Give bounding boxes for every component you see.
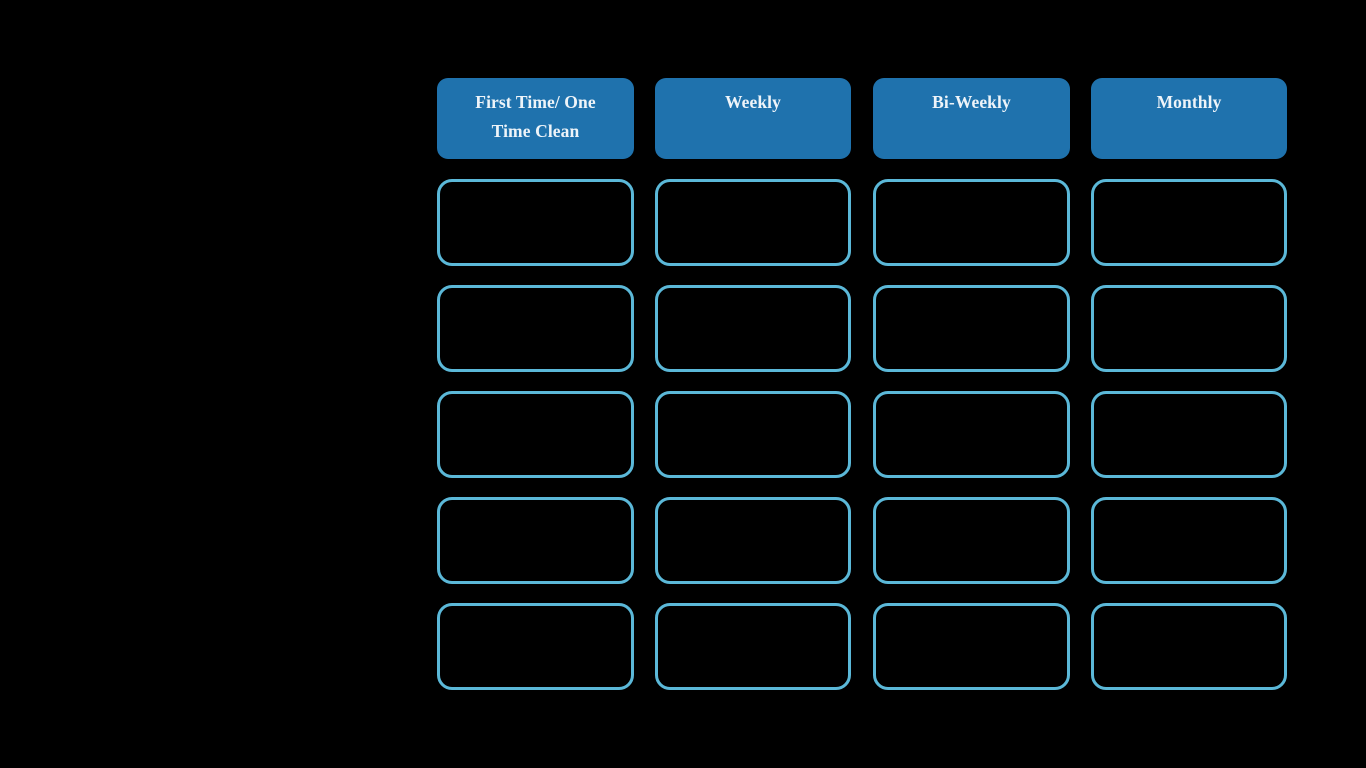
grid-cell-text: [1094, 606, 1284, 687]
grid-cell-r2-c3[interactable]: [873, 285, 1070, 372]
grid-cell-r4-c4[interactable]: [1091, 497, 1287, 584]
grid-cell-r2-c1[interactable]: [437, 285, 634, 372]
column-header-label: First Time/ One Time Clean: [475, 91, 596, 141]
grid-cell-r1-c1[interactable]: [437, 179, 634, 266]
grid-cell-text: [440, 606, 631, 687]
grid-cell-text: [440, 394, 631, 475]
grid-cell-text: [658, 606, 848, 687]
grid-cell-r2-c2[interactable]: [655, 285, 851, 372]
grid-cell-text: [1094, 500, 1284, 581]
grid-cell-text: [876, 394, 1067, 475]
grid-cell-r1-c4[interactable]: [1091, 179, 1287, 266]
column-header-1[interactable]: First Time/ One Time Clean: [437, 78, 634, 159]
column-header-3[interactable]: Bi-Weekly: [873, 78, 1070, 159]
grid-cell-text: [658, 500, 848, 581]
grid-cell-r3-c3[interactable]: [873, 391, 1070, 478]
grid-cell-r3-c4[interactable]: [1091, 391, 1287, 478]
grid-cell-text: [876, 182, 1067, 263]
grid-cell-text: [1094, 288, 1284, 369]
grid-cell-r3-c2[interactable]: [655, 391, 851, 478]
grid-cell-r5-c3[interactable]: [873, 603, 1070, 690]
grid-cell-text: [1094, 394, 1284, 475]
grid-cell-text: [440, 500, 631, 581]
grid-cell-text: [1094, 182, 1284, 263]
column-header-label: Bi-Weekly: [932, 92, 1011, 112]
column-header-4[interactable]: Monthly: [1091, 78, 1287, 159]
grid-cell-text: [658, 394, 848, 475]
grid-cell-text: [658, 288, 848, 369]
grid-cell-r3-c1[interactable]: [437, 391, 634, 478]
column-header-label: Weekly: [724, 92, 781, 112]
grid-cell-r4-c2[interactable]: [655, 497, 851, 584]
grid-cell-text: [876, 606, 1067, 687]
grid-cell-text: [440, 182, 631, 263]
column-header-label: Monthly: [1156, 92, 1222, 112]
grid-cell-r4-c1[interactable]: [437, 497, 634, 584]
grid-cell-r4-c3[interactable]: [873, 497, 1070, 584]
grid-cell-r5-c2[interactable]: [655, 603, 851, 690]
grid-cell-text: [658, 182, 848, 263]
grid-cell-r1-c2[interactable]: [655, 179, 851, 266]
grid-cell-r5-c1[interactable]: [437, 603, 634, 690]
grid-cell-r2-c4[interactable]: [1091, 285, 1287, 372]
grid-cell-text: [876, 500, 1067, 581]
grid-cell-r5-c4[interactable]: [1091, 603, 1287, 690]
grid-cell-r1-c3[interactable]: [873, 179, 1070, 266]
grid-cell-text: [440, 288, 631, 369]
column-header-2[interactable]: Weekly: [655, 78, 851, 159]
grid-cell-text: [876, 288, 1067, 369]
